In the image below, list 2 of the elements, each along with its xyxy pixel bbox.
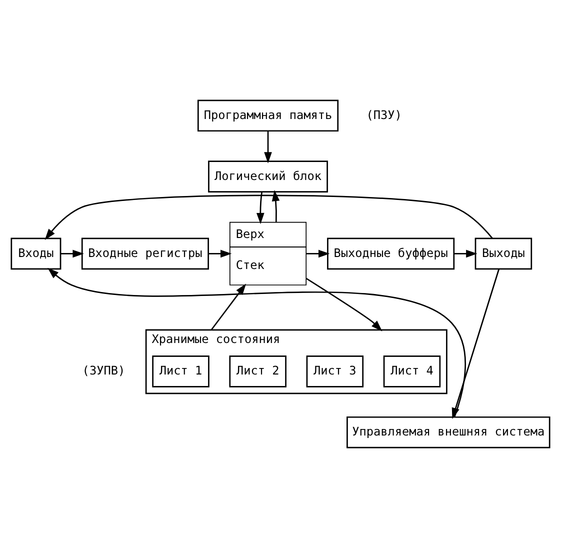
node-label: (ПЗУ) xyxy=(366,108,402,122)
node-label: (ЗУПВ) xyxy=(82,364,126,378)
